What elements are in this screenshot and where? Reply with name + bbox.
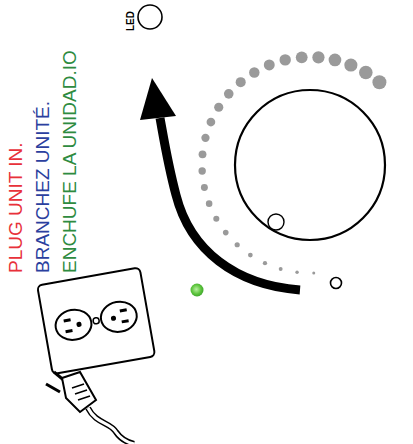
dial-dots <box>198 51 386 274</box>
instruction-french: BRANCHEZ UNITÉ. <box>33 101 52 273</box>
dial-dot <box>296 51 308 63</box>
dial-dot <box>248 253 253 258</box>
dial-dot <box>344 58 357 71</box>
led-label: LED <box>126 11 136 31</box>
dial-dot <box>214 103 223 112</box>
dial-dot <box>312 51 324 63</box>
instruction-english: PLUG UNIT IN. <box>6 142 25 273</box>
dial-dot <box>280 54 291 65</box>
dial-dot <box>235 242 240 247</box>
dial-dot <box>372 75 386 89</box>
dial-dot <box>295 271 298 274</box>
dial-dot <box>264 60 275 71</box>
dial-dot <box>206 200 213 207</box>
led-indicator <box>138 5 162 29</box>
dial-dot <box>198 167 205 174</box>
turn-arrow-head <box>140 78 176 120</box>
dial-dot <box>263 261 267 265</box>
dial-dot <box>213 216 219 222</box>
dial-dot <box>279 267 283 271</box>
dial-dot <box>312 271 315 274</box>
instruction-spanish: ENCHUFE LA UNIDAD.IO <box>60 50 79 273</box>
power-light <box>191 284 204 297</box>
dial-knob <box>235 90 385 240</box>
dial-dot <box>201 184 208 191</box>
turn-arrow <box>160 118 300 290</box>
off-position <box>331 278 342 289</box>
dial-dot <box>207 118 216 127</box>
power-plug <box>46 372 134 444</box>
dial-dot <box>359 66 373 80</box>
knob-marker <box>268 214 284 230</box>
dial-dot <box>236 77 246 87</box>
dial-dot <box>199 150 207 158</box>
dial-dot <box>224 89 234 99</box>
dial-dot <box>201 134 209 142</box>
wall-outlet <box>37 267 155 374</box>
dial-dot <box>223 230 229 236</box>
dial-dot <box>249 67 259 77</box>
dial-dot <box>329 54 342 67</box>
